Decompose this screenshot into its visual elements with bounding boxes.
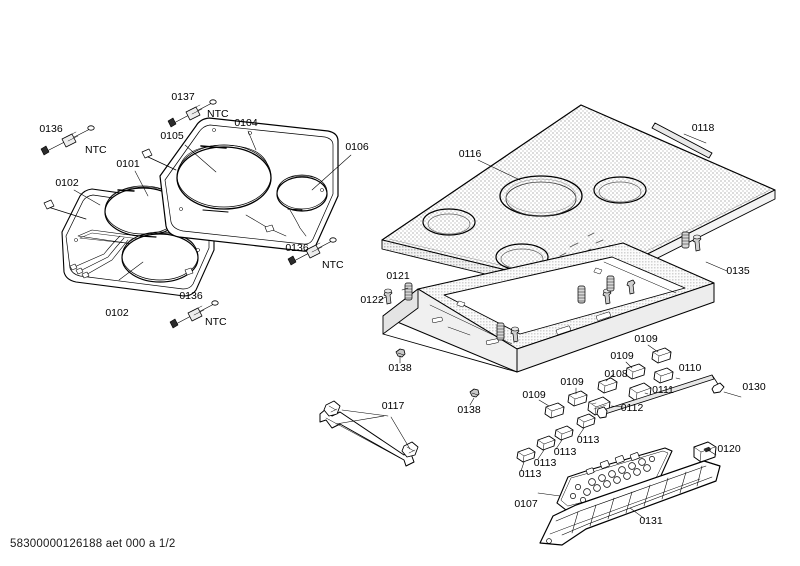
- spring-stud-centre: [496, 322, 520, 343]
- label-0102-lower: 0102: [105, 307, 129, 319]
- label-0104: 0104: [234, 117, 258, 129]
- label-ntc-top: NTC: [85, 144, 107, 156]
- label-0121: 0121: [386, 270, 410, 282]
- burner-ring-left: [422, 208, 476, 236]
- label-0106: 0106: [345, 141, 369, 153]
- label-0109-a: 0109: [634, 333, 658, 345]
- cable-harness-0130: [596, 374, 725, 419]
- burner-ring-large: [499, 175, 583, 217]
- label-0101: 0101: [116, 158, 140, 170]
- label-0138-right: 0138: [457, 404, 481, 416]
- connector-0109-a: [651, 347, 672, 364]
- chassis-frame: [382, 242, 715, 373]
- label-0116: 0116: [459, 148, 482, 160]
- label-0122: 0122: [360, 294, 384, 306]
- mounting-rail-0117: [319, 400, 419, 467]
- ntc-sensor-0137: [167, 99, 217, 128]
- label-0118: 0118: [692, 122, 715, 134]
- label-0117: 0117: [382, 400, 405, 412]
- burner-ring-right: [593, 176, 647, 204]
- label-0136-middle: 0136: [285, 242, 309, 254]
- spring-stud-0135: [681, 231, 702, 252]
- label-0110: 0110: [679, 362, 702, 374]
- fastener-set-0121-0122: [383, 231, 702, 343]
- label-0102-upper: 0102: [55, 177, 79, 189]
- connector-0109-b: [625, 363, 646, 380]
- ntc-sensor-0136-top: [40, 125, 95, 156]
- label-0105: 0105: [160, 130, 184, 142]
- upper-heating-module: [159, 117, 339, 252]
- label-ntc-middle: NTC: [322, 259, 344, 271]
- label-0113-b: 0113: [554, 446, 577, 458]
- heating-coil-0105: [176, 144, 272, 213]
- label-0113-c: 0113: [534, 457, 557, 469]
- label-0111: 0111: [652, 384, 674, 396]
- label-ntc-0137: NTC: [207, 108, 229, 120]
- label-0113-d: 0113: [519, 468, 542, 480]
- drawing-footer-code: 58300000126188 aet 000 a 1/2: [10, 538, 176, 550]
- label-0109-c: 0109: [560, 376, 584, 388]
- label-0109-d: 0109: [522, 389, 546, 401]
- label-0113-a: 0113: [577, 434, 600, 446]
- label-0120: 0120: [717, 443, 741, 455]
- connector-0109-d: [544, 402, 565, 419]
- rail-clip-left: [323, 400, 341, 417]
- label-ntc-lower: NTC: [205, 316, 227, 328]
- leader-lines: [73, 130, 742, 520]
- connector-0113-b: [554, 425, 574, 441]
- spring-stud-right-lower: [577, 275, 636, 305]
- trim-strip-0118: [651, 122, 713, 159]
- label-0136-top: 0136: [39, 123, 63, 135]
- label-0135: 0135: [726, 265, 750, 277]
- connector-0113-d: [516, 447, 536, 463]
- label-0107: 0107: [514, 498, 538, 510]
- module-lead-upper-left: [43, 199, 87, 220]
- connector-0109-c: [567, 390, 588, 407]
- label-0137: 0137: [171, 91, 195, 103]
- heating-coil-lower-left: [121, 231, 199, 283]
- connector-0110: [653, 367, 674, 384]
- label-0108: 0108: [604, 368, 628, 380]
- label-0130: 0130: [742, 381, 766, 393]
- connector-0113-c: [536, 435, 556, 451]
- connector-0108: [597, 377, 618, 394]
- connector-0113-a: [576, 413, 596, 429]
- stud-0122: [383, 288, 393, 305]
- connector-0120: [693, 441, 717, 463]
- connector-cluster: [516, 347, 717, 463]
- module-lead-0105: [141, 148, 177, 171]
- label-0138-left: 0138: [388, 362, 412, 374]
- retaining-clip-0138-left: [395, 348, 406, 358]
- part-number-labels: 0136 NTC 0137 NTC 0102 0101 0102 0105 01…: [39, 91, 766, 527]
- label-0109-b: 0109: [610, 350, 634, 362]
- ntc-sensor-0136-lower: [169, 300, 219, 329]
- ntc-sensor-0136-middle: [287, 237, 337, 266]
- housing-channel-0131: [539, 460, 721, 546]
- label-0131: 0131: [639, 515, 663, 527]
- label-0136-lower: 0136: [179, 290, 203, 302]
- spring-0121: [404, 282, 413, 301]
- rail-clip-right: [401, 441, 419, 458]
- heating-coil-0106: [276, 174, 328, 212]
- retaining-clip-0138-right: [469, 388, 480, 398]
- label-0112: 0112: [621, 402, 644, 414]
